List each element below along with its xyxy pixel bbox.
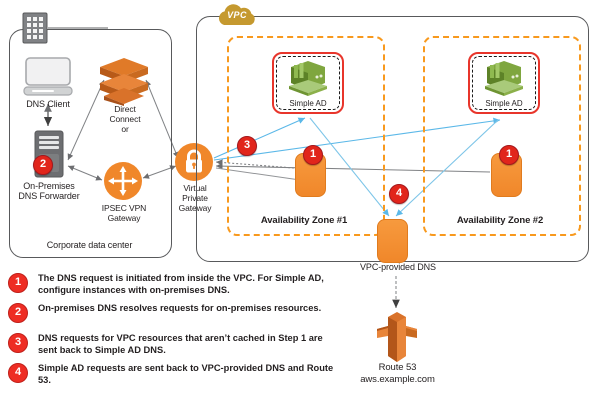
step-badge-4: 4 [389, 184, 409, 204]
corporate-data-center-box [9, 29, 172, 258]
availability-zone-1-box [227, 36, 385, 236]
link-directconnect-vpg [145, 79, 179, 159]
direct-connect-icon [98, 58, 150, 106]
legend-item: 2 On-premises DNS resolves requests for … [8, 302, 338, 328]
route-53-label: Route 53 aws.example.com [360, 362, 435, 385]
vpc-provided-dns-instance [377, 219, 408, 263]
legend: 1 The DNS request is initiated from insi… [8, 272, 338, 392]
simple-ad-icon [485, 61, 523, 96]
padlock-icon [186, 149, 202, 173]
ipsec-vpn-gateway-label: IPSEC VPN Gateway [101, 203, 147, 223]
link-ec2az1-vpg-secondary [215, 167, 301, 181]
step-badge-2: 2 [33, 155, 53, 175]
link-simplead2-vpcdns [395, 119, 499, 217]
virtual-private-gateway-icon [175, 143, 213, 181]
simple-ad-box-az1: Simple AD [272, 52, 344, 114]
route-53-icon [375, 312, 419, 366]
simple-ad-icon [289, 61, 327, 96]
legend-text-2: On-premises DNS resolves requests for on… [38, 303, 322, 313]
legend-item: 4 Simple AD requests are sent back to VP… [8, 362, 338, 388]
vpc-provided-dns-label: VPC-provided DNS [360, 262, 436, 272]
link-vpg-simplead1 [213, 117, 306, 159]
vpc-badge-label: VPC [227, 10, 247, 20]
legend-badge-2: 2 [8, 303, 28, 323]
legend-item: 3 DNS requests for VPC resources that ar… [8, 332, 338, 358]
dns-forwarder-label: On-Premises DNS Forwarder [18, 181, 80, 201]
desktop-monitor-icon [22, 57, 74, 97]
legend-badge-3: 3 [8, 333, 28, 353]
link-forwarder-directconnect [67, 79, 105, 161]
link-forwarder-ipsec [67, 165, 103, 181]
dns-client-label: DNS Client [26, 99, 70, 109]
corporate-data-center-label: Corporate data center [46, 240, 133, 250]
simple-ad-dashed-border [472, 56, 536, 110]
availability-zone-2-label: Availability Zone #2 [456, 215, 544, 226]
link-vpg-simplead2 [213, 117, 501, 161]
availability-zone-2-box [423, 36, 581, 236]
simple-ad-label-az2: Simple AD [485, 99, 523, 108]
direct-connect-label: Direct Connect or [109, 104, 141, 134]
legend-text-1: The DNS request is initiated from inside… [38, 273, 324, 296]
office-building-icon [22, 12, 48, 44]
legend-text-3: DNS requests for VPC resources that aren… [38, 333, 323, 356]
vpn-gateway-icon [104, 162, 142, 200]
step-badge-3: 3 [237, 136, 257, 156]
legend-item: 1 The DNS request is initiated from insi… [8, 272, 338, 298]
step-badge-1-az2: 1 [499, 145, 519, 165]
legend-badge-1: 1 [8, 273, 28, 293]
cloud-icon [218, 4, 255, 25]
availability-zone-1-label: Availability Zone #1 [260, 215, 348, 226]
link-simplead1-vpcdns [309, 117, 390, 217]
legend-badge-4: 4 [8, 363, 28, 383]
legend-text-4: Simple AD requests are sent back to VPC-… [38, 363, 334, 386]
simple-ad-box-az2: Simple AD [468, 52, 540, 114]
vpc-cloud-badge: VPC [212, 3, 262, 29]
virtual-private-gateway-label: Virtual Private Gateway [178, 183, 212, 213]
simple-ad-label-az1: Simple AD [289, 99, 327, 108]
step-badge-1-az1: 1 [303, 145, 323, 165]
simple-ad-dashed-border [276, 56, 340, 110]
link-ipsec-vpg [142, 165, 177, 179]
